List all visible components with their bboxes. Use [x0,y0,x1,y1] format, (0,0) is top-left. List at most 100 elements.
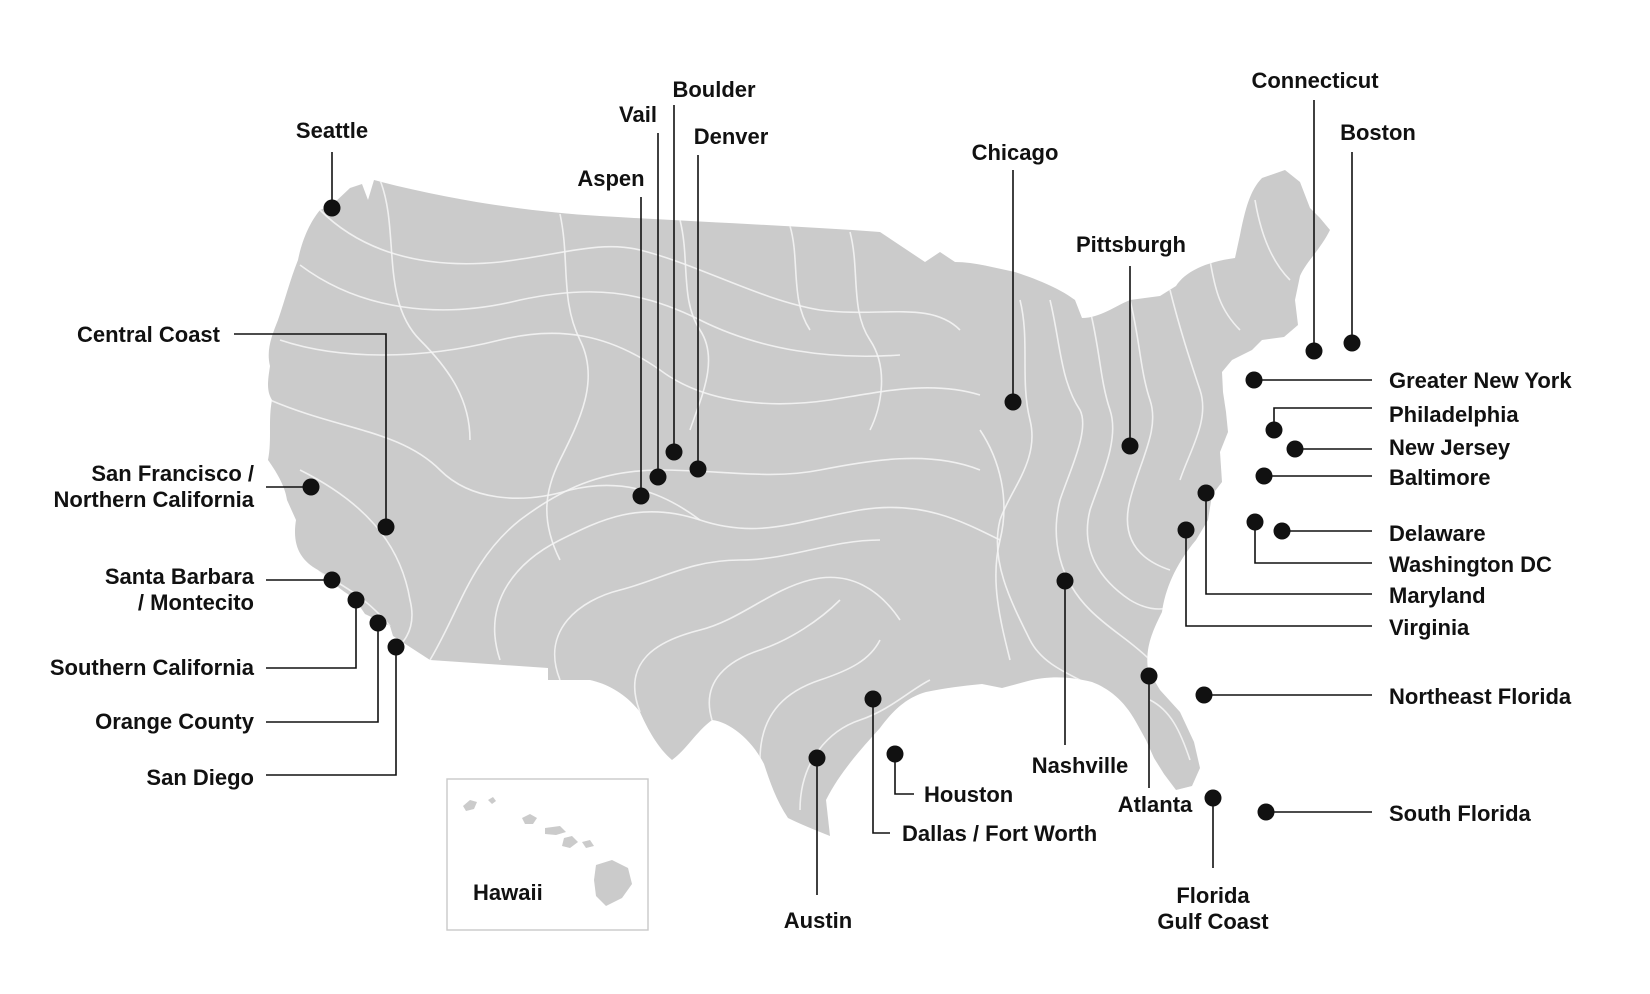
leader-line-houston [894,754,914,795]
location-label-aspen[interactable]: Aspen [577,166,644,191]
location-marker-new-jersey[interactable] [1286,440,1304,458]
location-marker-dallas-fort-worth[interactable] [864,690,882,708]
location-label-line: Seattle [296,118,368,143]
location-label-dallas-fort-worth[interactable]: Dallas / Fort Worth [902,821,1097,846]
location-marker-santa-barbara[interactable] [323,571,341,589]
contour-line [849,231,883,431]
location-label-nashville[interactable]: Nashville [1032,753,1129,778]
location-marker-southern-california[interactable] [347,591,365,609]
location-marker-greater-new-york[interactable] [1245,371,1263,389]
location-label-boston[interactable]: Boston [1340,120,1416,145]
location-label-line: Pittsburgh [1076,232,1186,257]
location-label-central-coast[interactable]: Central Coast [77,322,221,347]
contour-line [1086,309,1181,610]
location-marker-denver[interactable] [689,460,707,478]
contour-line [979,429,1011,661]
location-label-greater-new-york[interactable]: Greater New York [1389,368,1572,393]
location-marker-virginia[interactable] [1177,521,1195,539]
location-marker-atlanta[interactable] [1140,667,1158,685]
location-label-line: Vail [619,102,657,127]
location-label-line: / Montecito [138,590,254,615]
location-label-vail[interactable]: Vail [619,102,657,127]
location-label-line: Denver [694,124,769,149]
location-label-line: Greater New York [1389,368,1572,393]
location-marker-houston[interactable] [886,745,904,763]
location-marker-central-coast[interactable] [377,518,395,536]
location-marker-nashville[interactable] [1056,572,1074,590]
location-label-line: Florida [1176,883,1250,908]
location-marker-vail[interactable] [649,468,667,486]
location-label-connecticut[interactable]: Connecticut [1251,68,1379,93]
leader-lines [234,100,1372,895]
location-marker-boston[interactable] [1343,334,1361,352]
location-marker-pittsburgh[interactable] [1121,437,1139,455]
location-label-pittsburgh[interactable]: Pittsburgh [1076,232,1186,257]
location-label-orange-county[interactable]: Orange County [95,709,255,734]
location-label-san-diego[interactable]: San Diego [146,765,254,790]
location-label-line: Washington DC [1389,552,1552,577]
location-marker-delaware[interactable] [1273,522,1291,540]
location-label-maryland[interactable]: Maryland [1389,583,1486,608]
location-label-line: Dallas / Fort Worth [902,821,1097,846]
location-label-boulder[interactable]: Boulder [672,77,756,102]
location-marker-washington-dc[interactable] [1246,513,1264,531]
location-label-baltimore[interactable]: Baltimore [1389,465,1490,490]
location-label-denver[interactable]: Denver [694,124,769,149]
location-label-virginia[interactable]: Virginia [1389,615,1470,640]
location-label-san-francisco[interactable]: San Francisco /Northern California [54,461,255,512]
us-landmass [268,170,1330,836]
us-land-shape [268,170,1330,836]
contour-line [759,639,881,761]
location-label-line: Philadelphia [1389,402,1519,427]
contour-line [708,599,841,721]
location-marker-connecticut[interactable] [1305,342,1323,360]
contour-line [679,219,710,431]
location-label-new-jersey[interactable]: New Jersey [1389,435,1511,460]
location-label-washington-dc[interactable]: Washington DC [1389,552,1552,577]
location-label-houston[interactable]: Houston [924,782,1013,807]
location-marker-maryland[interactable] [1197,484,1215,502]
location-marker-northeast-florida[interactable] [1195,686,1213,704]
location-label-philadelphia[interactable]: Philadelphia [1389,402,1519,427]
hawaii-inset-frame [446,778,649,931]
location-label-austin[interactable]: Austin [784,908,852,933]
location-marker-austin[interactable] [808,749,826,767]
location-marker-aspen[interactable] [632,487,650,505]
location-label-southern-california[interactable]: Southern California [50,655,255,680]
location-marker-seattle[interactable] [323,199,341,217]
location-label-line: Southern California [50,655,255,680]
location-marker-boulder[interactable] [665,443,683,461]
location-marker-orange-county[interactable] [369,614,387,632]
location-marker-chicago[interactable] [1004,393,1022,411]
contour-line [319,209,961,331]
contour-line [909,689,991,721]
location-label-line: Nashville [1032,753,1129,778]
location-marker-south-florida[interactable] [1257,803,1275,821]
location-marker-florida-gulf-coast[interactable] [1204,789,1222,807]
contour-line [996,299,1081,681]
location-markers [302,199,1361,821]
contour-line [633,576,901,713]
location-label-line: San Diego [146,765,254,790]
contour-line [1209,259,1241,331]
location-marker-san-diego[interactable] [387,638,405,656]
contour-line [554,539,881,681]
location-marker-baltimore[interactable] [1255,467,1273,485]
contour-line [299,264,901,357]
location-label-delaware[interactable]: Delaware [1389,521,1486,546]
hawaii-inset: Hawaii [446,778,649,931]
location-marker-san-francisco[interactable] [302,478,320,496]
hawaii-island-shape [594,860,632,906]
location-label-chicago[interactable]: Chicago [972,140,1059,165]
location-label-seattle[interactable]: Seattle [296,118,368,143]
location-label-south-florida[interactable]: South Florida [1389,801,1532,826]
location-label-northeast-florida[interactable]: Northeast Florida [1389,684,1572,709]
contour-line [269,399,701,521]
hawaii-island-shape [463,800,477,811]
leader-line-orange-county [266,623,379,723]
location-marker-philadelphia[interactable] [1265,421,1283,439]
location-label-atlanta[interactable]: Atlanta [1118,792,1193,817]
location-label-santa-barbara[interactable]: Santa Barbara/ Montecito [105,564,255,615]
